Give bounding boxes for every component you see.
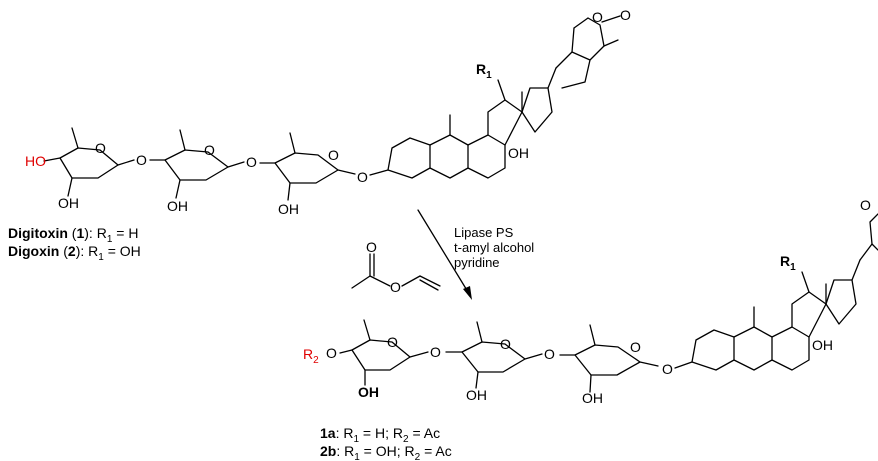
condition-solvent: t-amyl alcohol	[454, 240, 534, 255]
r1-substituent: R1	[476, 61, 492, 81]
product-glycosidic-oxygen-2: O	[544, 346, 555, 362]
sugar-ring-3	[259, 132, 356, 201]
product-oh-sugar-1: OH	[358, 384, 379, 400]
reaction-arrow	[417, 209, 472, 300]
product-ring-oxygen-3: O	[630, 339, 641, 355]
ring-oxygen-3: O	[328, 147, 339, 163]
product-sugar-ring-1	[339, 319, 429, 386]
oh-label-sugar-2: OH	[167, 198, 188, 214]
product-r1-substituent: R1	[780, 253, 796, 273]
lactone-ring-oxygen: O	[592, 9, 603, 25]
product-steroid-core	[674, 213, 878, 371]
steroid-core	[369, 15, 621, 179]
product-oh-c14: OH	[812, 337, 833, 353]
ho-label-red: HO	[25, 153, 46, 169]
product-oh-sugar-2: OH	[466, 387, 487, 403]
ring-oxygen-2: O	[204, 142, 215, 158]
r2-substituent-red: R2	[303, 346, 319, 366]
glycosidic-oxygen-3: O	[357, 169, 368, 185]
label-product-1a: 1a: R1 = H; R2 = Ac	[320, 425, 440, 445]
vinyl-acetate-ester-oxygen: O	[390, 279, 401, 295]
product-oh-sugar-3: OH	[582, 390, 603, 406]
starting-molecule: HO O OH O O OH O O OH O	[25, 7, 631, 217]
condition-enzyme: Lipase PS	[454, 225, 514, 240]
product-molecule: R2 O O OH O O OH O O OH O	[303, 197, 878, 406]
label-product-2b: 2b: R1 = OH; R2 = Ac	[320, 443, 452, 461]
product-glycosidic-oxygen-1: O	[430, 344, 441, 360]
condition-base: pyridine	[454, 255, 500, 270]
product-sugar-ring-3	[559, 324, 659, 393]
product-ring-oxygen-1: O	[387, 334, 398, 350]
product-ester-oxygen: O	[326, 345, 337, 361]
product-glycosidic-oxygen-3: O	[662, 361, 673, 377]
oh-label-sugar-1: OH	[58, 195, 79, 211]
vinyl-acetate-carbonyl-oxygen: O	[366, 239, 377, 255]
glycosidic-oxygen-1: O	[136, 152, 147, 168]
ring-oxygen-1: O	[95, 140, 106, 156]
product-sugar-ring-2	[445, 321, 543, 389]
label-digoxin: Digoxin (2): R1 = OH	[8, 243, 141, 263]
product-lactone-ring-oxygen: O	[860, 197, 871, 213]
label-digitoxin: Digitoxin (1): R1 = H	[8, 225, 138, 245]
product-ring-oxygen-2: O	[500, 336, 511, 352]
lactone-carbonyl-oxygen: O	[620, 7, 631, 23]
oh-label-sugar-3: OH	[278, 201, 299, 217]
reaction-conditions: Lipase PS t-amyl alcohol pyridine	[454, 225, 534, 270]
sugar-ring-1	[43, 127, 135, 197]
glycosidic-oxygen-2: O	[246, 154, 257, 170]
vinyl-acetate	[351, 253, 441, 291]
oh-label-c14: OH	[508, 145, 529, 161]
sugar-ring-2	[149, 129, 245, 199]
